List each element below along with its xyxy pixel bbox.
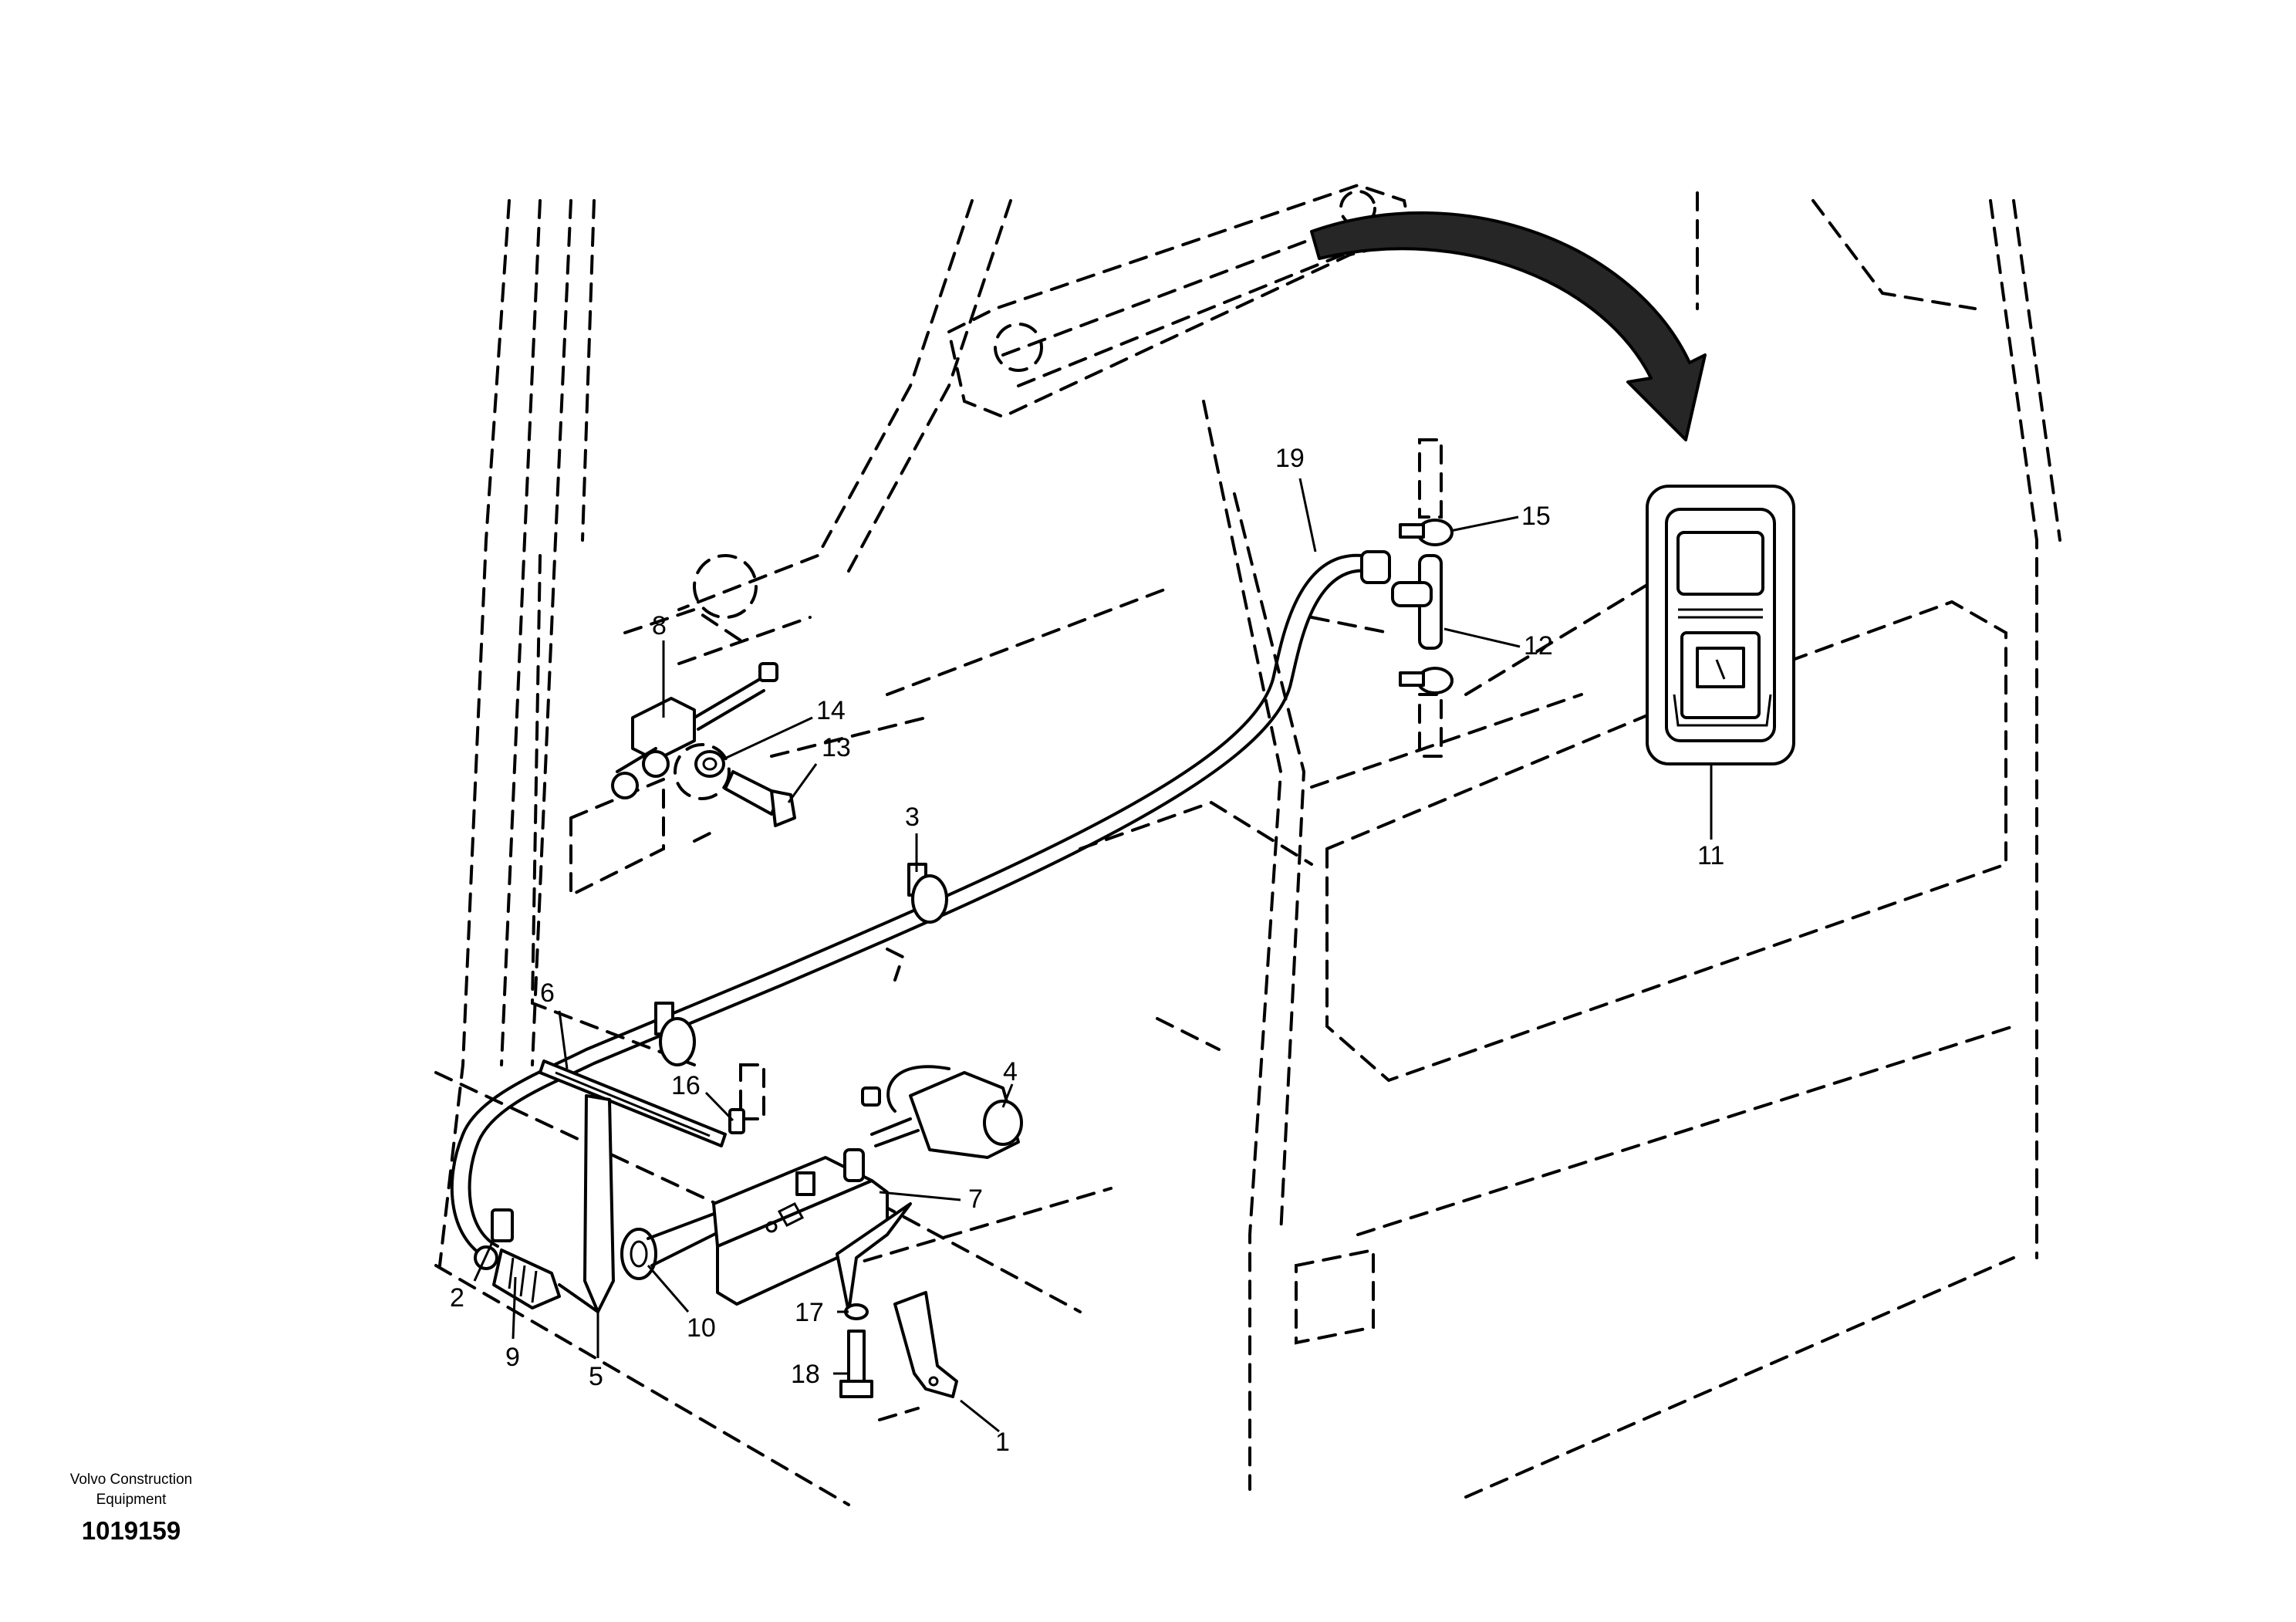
bolt-13 [724, 770, 796, 827]
drawing-number: 1019159 [81, 1516, 181, 1545]
callout-1: 1 [995, 1428, 1010, 1457]
washer-pump [861, 1065, 1023, 1159]
callout-3: 3 [905, 803, 920, 832]
washer-17 [844, 1303, 869, 1320]
callout-12: 12 [1524, 631, 1553, 661]
tee-connector [1391, 438, 1443, 758]
hose-clamp-15 [1399, 519, 1454, 546]
footer-company-line2: Equipment [96, 1492, 167, 1508]
screw-16 [728, 1063, 765, 1134]
callout-11: 11 [1697, 841, 1724, 870]
washer-14 [694, 750, 725, 778]
washer-switch [1646, 485, 1795, 765]
callout-19: 19 [1275, 444, 1305, 473]
nozzle-9 [492, 1249, 561, 1309]
callout-13: 13 [822, 733, 851, 762]
curved-arrow-icon [1310, 211, 1707, 441]
hose-clip-lower [654, 1002, 696, 1066]
callout-14: 14 [816, 696, 846, 725]
bolt-18 [839, 1330, 873, 1398]
callout-16: 16 [671, 1071, 701, 1100]
callout-17: 17 [795, 1298, 824, 1327]
callout-numbers: 1 2 3 4 5 6 7 8 9 10 11 12 13 14 15 16 1… [450, 444, 1724, 1457]
nozzle-assembly [611, 662, 778, 799]
washer-tank [712, 1148, 912, 1313]
footer-company-line1: Volvo Construction [69, 1472, 193, 1488]
callout-2: 2 [450, 1283, 464, 1313]
footer-company: Volvo Construction Equipment [0, 1470, 262, 1510]
callout-7: 7 [968, 1184, 983, 1214]
wiper-arm [558, 1094, 615, 1313]
callout-18: 18 [791, 1360, 820, 1389]
callout-5: 5 [589, 1362, 603, 1391]
cab-outline [434, 183, 2061, 1506]
leader-lines [473, 478, 1713, 1433]
callout-4: 4 [1003, 1057, 1018, 1086]
hose-clip-3 [907, 863, 948, 924]
hose-clamp-lower [1399, 667, 1454, 694]
callout-9: 9 [505, 1343, 520, 1372]
callout-15: 15 [1521, 502, 1551, 531]
wiper-blade [539, 1059, 727, 1147]
callout-6: 6 [540, 978, 555, 1008]
callout-8: 8 [652, 611, 667, 640]
bracket-1 [878, 1291, 958, 1421]
washer-hose [450, 553, 1386, 1263]
callout-10: 10 [687, 1313, 716, 1343]
hose-clamp-19 [1360, 550, 1391, 584]
